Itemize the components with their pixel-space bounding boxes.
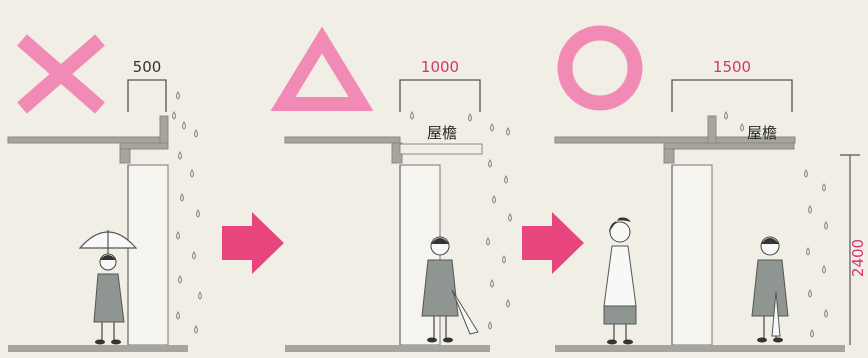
floor	[8, 345, 188, 352]
rain-drops	[410, 111, 512, 330]
panel-bad: 500	[7, 34, 202, 352]
panel-fair: 1000 屋檐	[270, 26, 512, 352]
triangle-icon	[270, 26, 374, 111]
person-arriving	[603, 217, 637, 345]
circle-icon	[557, 25, 643, 111]
rain-drops	[724, 111, 828, 338]
wall-structure	[284, 136, 403, 164]
person-with-umbrella	[78, 230, 138, 345]
eave-dimension-bracket	[127, 79, 167, 112]
panel-good: 1500 屋檐 2400	[554, 25, 867, 352]
person-with-closed-umbrella	[751, 236, 789, 343]
eave-dimension-bracket	[399, 79, 481, 112]
door-frame	[127, 164, 169, 346]
eave-width-label: 500	[133, 58, 162, 76]
eave-dimension-bracket	[671, 79, 793, 112]
floor	[285, 345, 490, 352]
door-height-label: 2400	[849, 239, 867, 277]
wall-structure	[7, 115, 169, 164]
arrow-right-icon	[222, 212, 284, 274]
eave-width-label: 1500	[713, 58, 751, 76]
eave-canopy	[399, 143, 483, 155]
eave-width-label: 1000	[421, 58, 459, 76]
height-dimension-line	[840, 154, 860, 345]
person-with-closed-umbrella	[421, 236, 479, 343]
cross-icon	[17, 34, 105, 114]
wall-structure	[554, 115, 796, 164]
door-frame	[671, 164, 713, 346]
rain-drops	[172, 91, 202, 334]
floor	[555, 345, 845, 352]
eave-label: 屋檐	[427, 124, 457, 142]
eave-label: 屋檐	[747, 124, 777, 142]
arrow-right-icon	[522, 212, 584, 274]
